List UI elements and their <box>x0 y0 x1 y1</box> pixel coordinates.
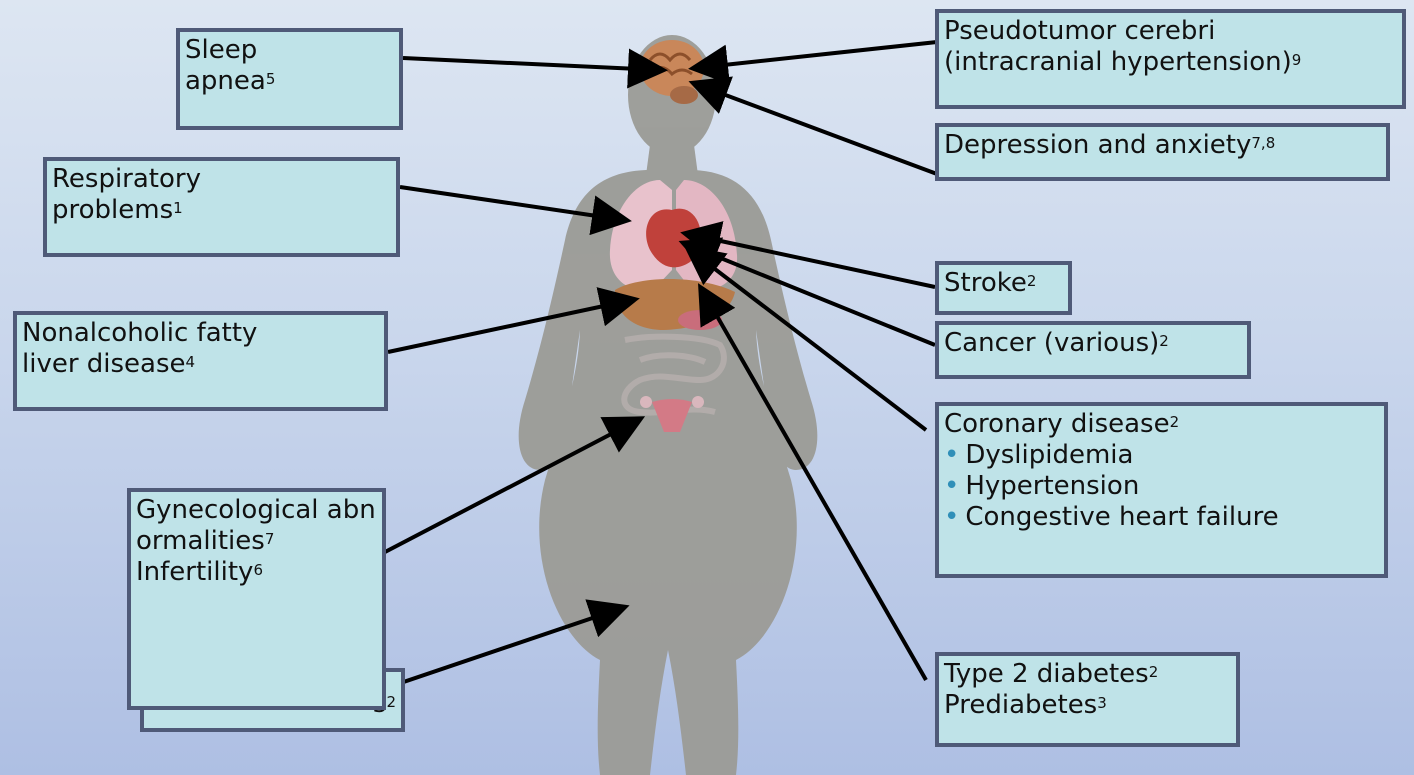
arrow-sleep-apnea <box>403 58 660 70</box>
label-respiratory-problems: Respiratory problems1 <box>43 157 400 257</box>
label-sleep-apnea: Sleep apnea5 <box>176 28 403 130</box>
label-type2-diabetes: Type 2 diabetes2 Prediabetes3 <box>935 652 1240 747</box>
label-coronary-disease: Coronary disease2 •Dyslipidemia •Hyperte… <box>935 402 1388 578</box>
liver <box>615 279 735 330</box>
label-stroke: Stroke2 <box>935 261 1072 315</box>
bullet-item: •Hypertension <box>944 471 1379 502</box>
label-gynecological: Gynecological abnormalities7 Infertility… <box>127 488 386 710</box>
label-cancer: Cancer (various)2 <box>935 321 1251 379</box>
label-depression-anxiety: Depression and anxiety7,8 <box>935 123 1390 181</box>
arrow-depression <box>696 84 937 174</box>
bullet-item: •Congestive heart failure <box>944 502 1379 533</box>
bullet-item: •Dyslipidemia <box>944 440 1379 471</box>
label-pseudotumor-cerebri: Pseudotumor cerebri (intracranial hypert… <box>935 9 1406 109</box>
arrow-pseudotumor <box>696 42 937 68</box>
label-nafld: Nonalcoholic fatty liver disease4 <box>13 311 388 411</box>
